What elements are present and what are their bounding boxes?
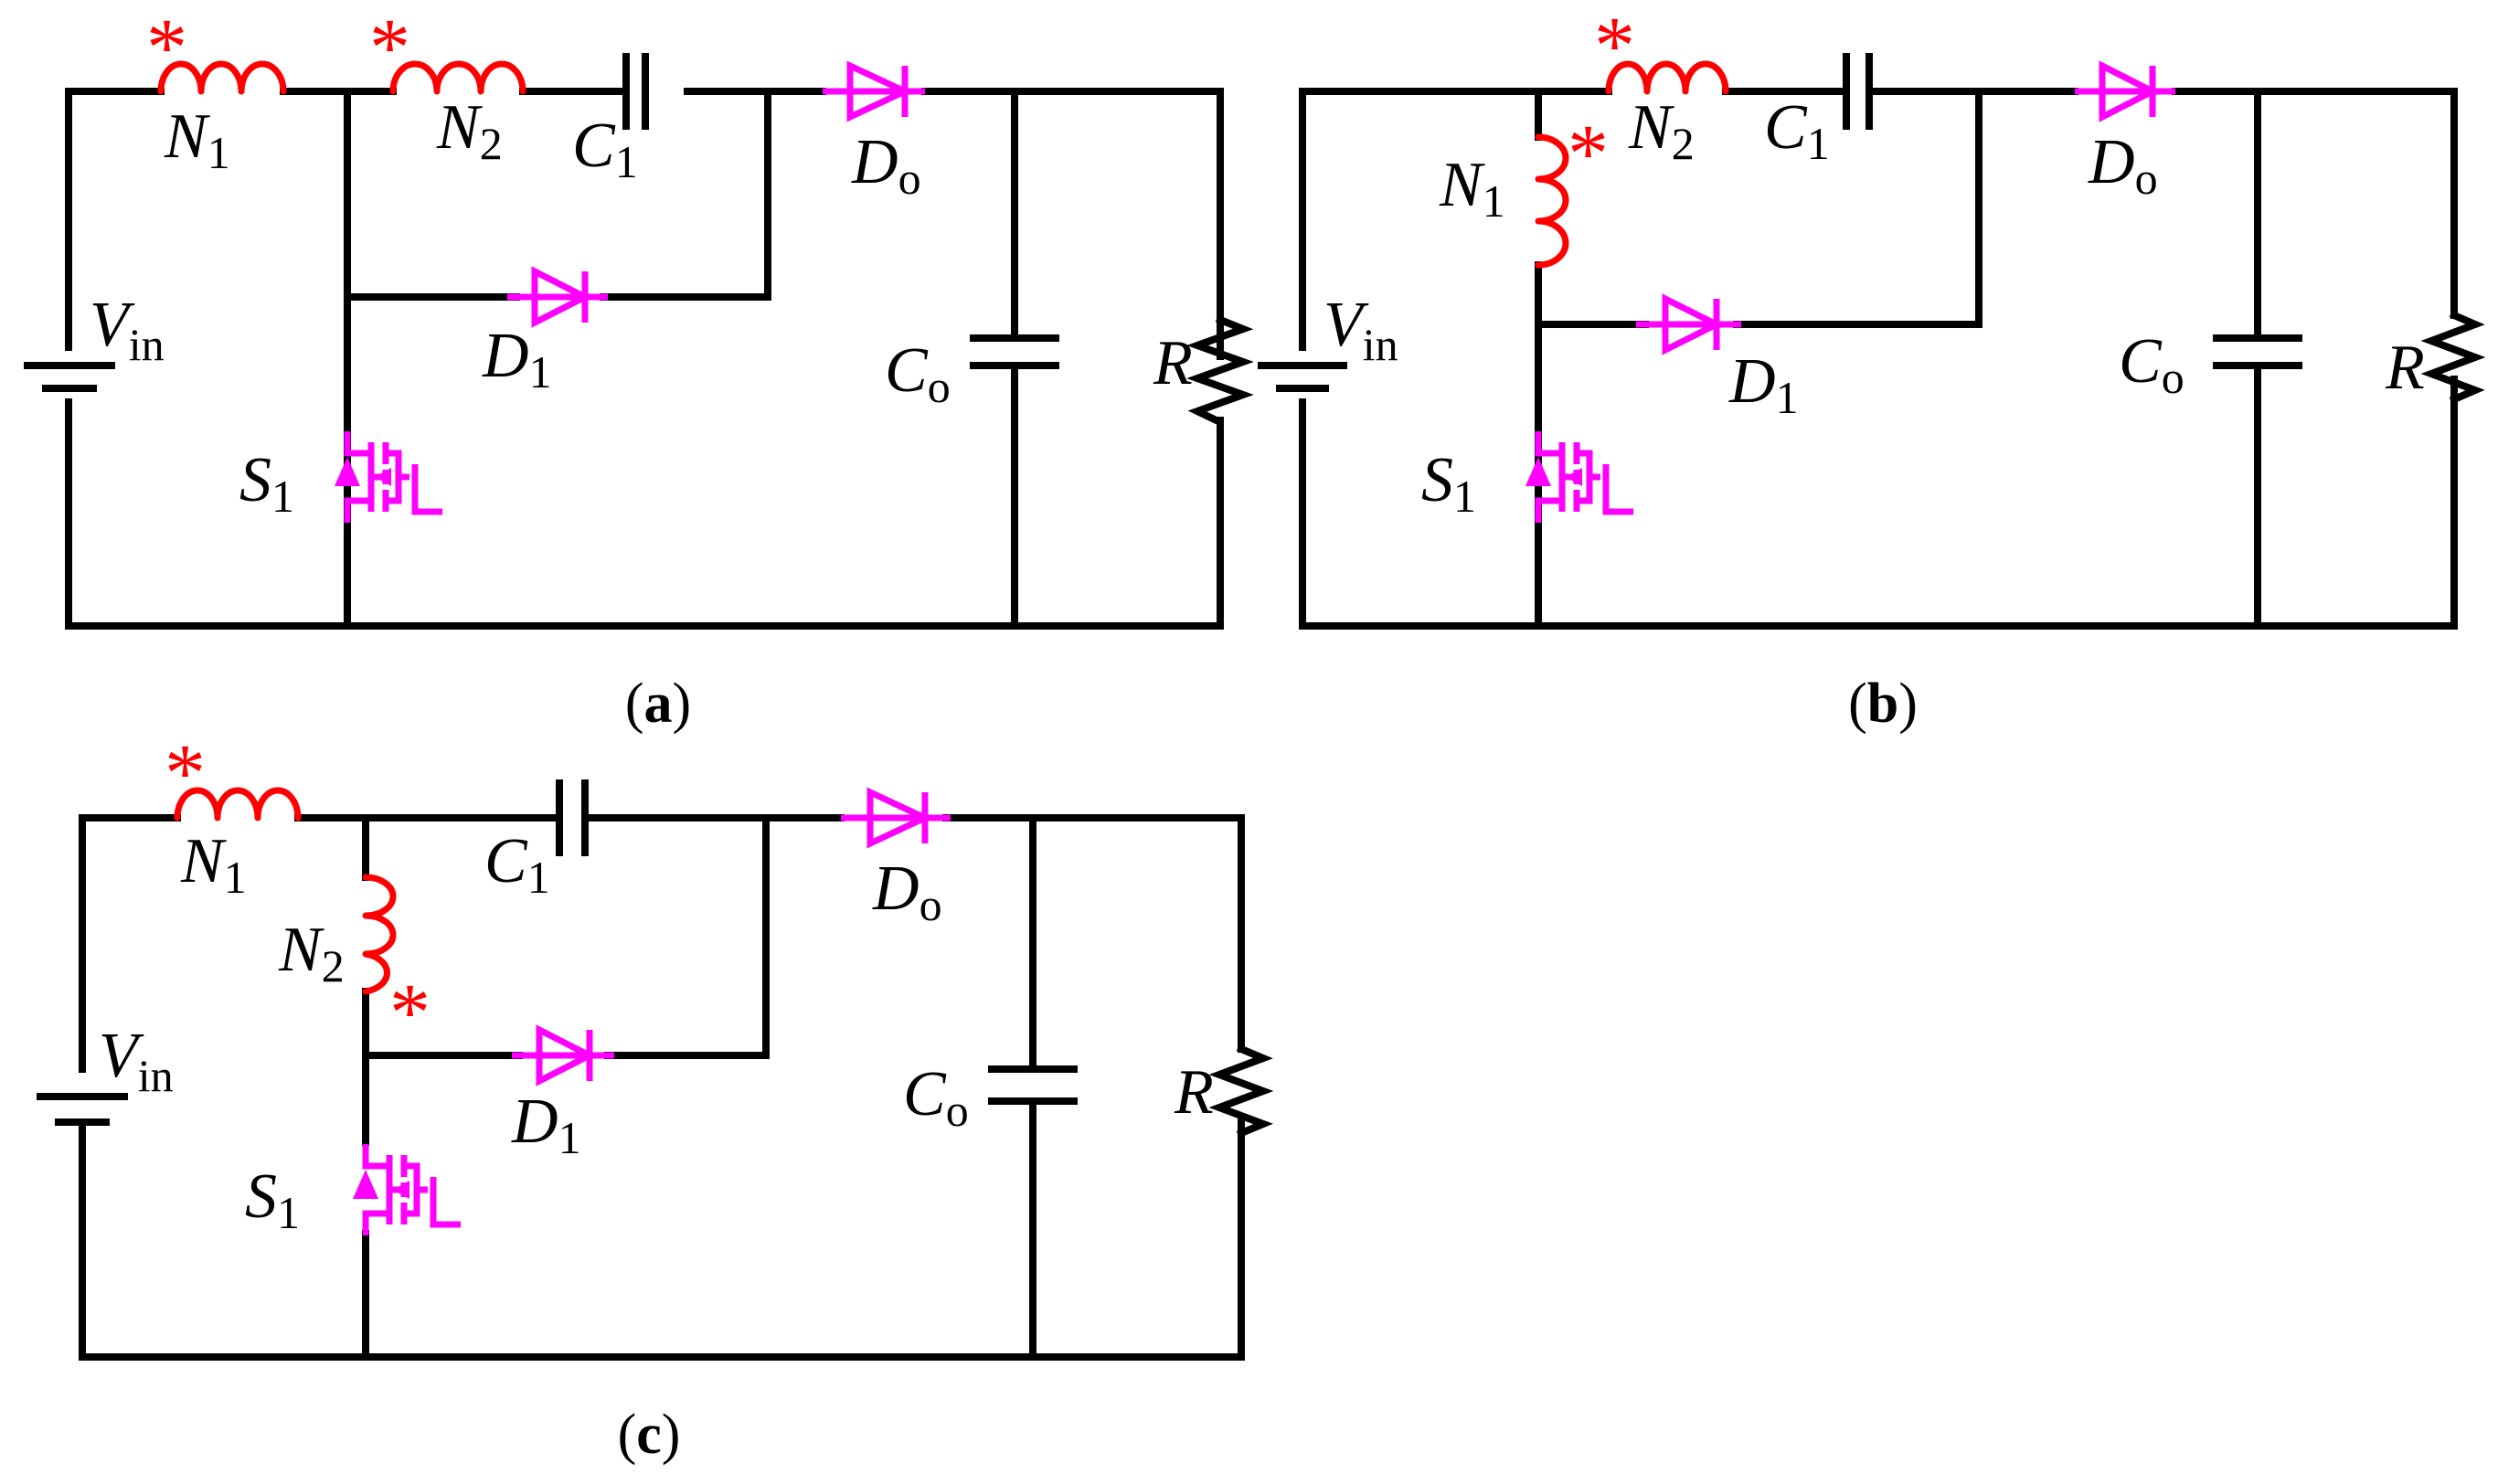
panel-c-Co-plates (988, 1065, 1078, 1105)
panel-b-C1-label: C1 (1764, 92, 1830, 169)
panel-a-wires (65, 88, 1224, 630)
panel-b-S1-label: S1 (1421, 445, 1476, 522)
panel-c-S1-label: S1 (245, 1161, 300, 1238)
panel-a: * * N1 N2 C1 Do D1 Vin Co R S1 (a) (24, 3, 1254, 735)
panel-b-N1-coil (1535, 133, 1569, 269)
panel-b-D1-label: D1 (1728, 346, 1799, 423)
panel-c-Vin-label: Vin (99, 1021, 174, 1101)
panel-b-Vin-plates (1258, 362, 1347, 392)
panel-a-C1-label: C1 (572, 111, 638, 187)
panel-b-Co-label: Co (2119, 326, 2184, 403)
panel-a-D1-label: D1 (482, 321, 552, 398)
panel-a-Co-label: Co (885, 335, 951, 412)
panel-b-N1-label: N1 (1439, 150, 1505, 227)
panel-b-Do-diode (2075, 60, 2175, 122)
panel-b-Co-plates (2213, 334, 2302, 369)
panel-a-N1-coil (157, 60, 287, 95)
panel-c-D1-diode (512, 1024, 614, 1086)
panel-b-R-zigzag (2420, 310, 2486, 405)
panel-b-N2-coil (1605, 60, 1729, 95)
panel-c-N1-dot: * (165, 728, 206, 819)
panel-c-Do-diode (841, 787, 951, 849)
panel-b-D1-diode (1636, 293, 1741, 355)
panel-b-caption: (b) (1848, 673, 1918, 735)
panel-c-S1-mosfet (353, 1144, 461, 1235)
panel-b-Vin-label: Vin (1323, 290, 1398, 370)
panel-b-wires (1299, 88, 2458, 630)
panel-b-N1-dot: * (1568, 109, 1609, 199)
panel-c-Co-label: Co (903, 1059, 969, 1136)
panel-c-N1-label: N1 (180, 826, 247, 903)
panel-b-Do-label: Do (2088, 127, 2158, 204)
panel-c-N1-coil (174, 787, 302, 822)
panel-a-N1-label: N1 (164, 101, 230, 178)
panel-c-N2-dot: * (389, 968, 431, 1058)
panel-a-Do-label: Do (851, 127, 921, 204)
panel-b: * * N1 N2 C1 Do D1 Vin Co R S1 (b) (1258, 1, 2486, 735)
panel-c-Do-label: Do (872, 853, 942, 930)
panel-a-C1-plates (622, 53, 649, 130)
panel-a-Vin-plates (24, 362, 115, 392)
panel-a-N1-dot: * (146, 3, 187, 93)
panel-a-N2-dot: * (369, 3, 410, 93)
panel-a-R-zigzag (1186, 314, 1254, 433)
panel-c-C1-label: C1 (484, 826, 550, 903)
panel-a-Do-diode (823, 60, 925, 122)
panel-a-caption: (a) (625, 673, 691, 735)
panel-a-D1-diode (507, 266, 608, 328)
panel-c-Vin-plates (37, 1093, 128, 1126)
panel-a-N2-coil (389, 60, 526, 95)
panel-c-caption: (c) (618, 1404, 681, 1466)
panel-c-C1-plates (556, 779, 589, 856)
panel-c-R-label: R (1174, 1057, 1214, 1128)
panel-a-Co-plates (970, 334, 1059, 369)
panel-a-S1-label: S1 (239, 445, 294, 522)
panel-b-N2-dot: * (1594, 1, 1635, 91)
panel-c-D1-label: D1 (511, 1086, 581, 1163)
panel-c-N2-label: N2 (278, 915, 345, 991)
panel-a-N2-label: N2 (436, 92, 503, 169)
panel-b-C1-plates (1843, 53, 1873, 130)
panel-c-N2-coil (362, 874, 397, 995)
panel-b-R-label: R (2385, 333, 2425, 403)
panel-b-N2-label: N2 (1628, 92, 1695, 169)
panel-a-R-label: R (1153, 328, 1193, 398)
panel-a-Vin-label: Vin (90, 290, 165, 370)
panel-c-R-zigzag (1208, 1044, 1274, 1139)
panel-c-wires (79, 814, 1245, 1361)
panel-c: * * N1 N2 C1 Do D1 Vin Co R S1 (c) (37, 728, 1274, 1466)
